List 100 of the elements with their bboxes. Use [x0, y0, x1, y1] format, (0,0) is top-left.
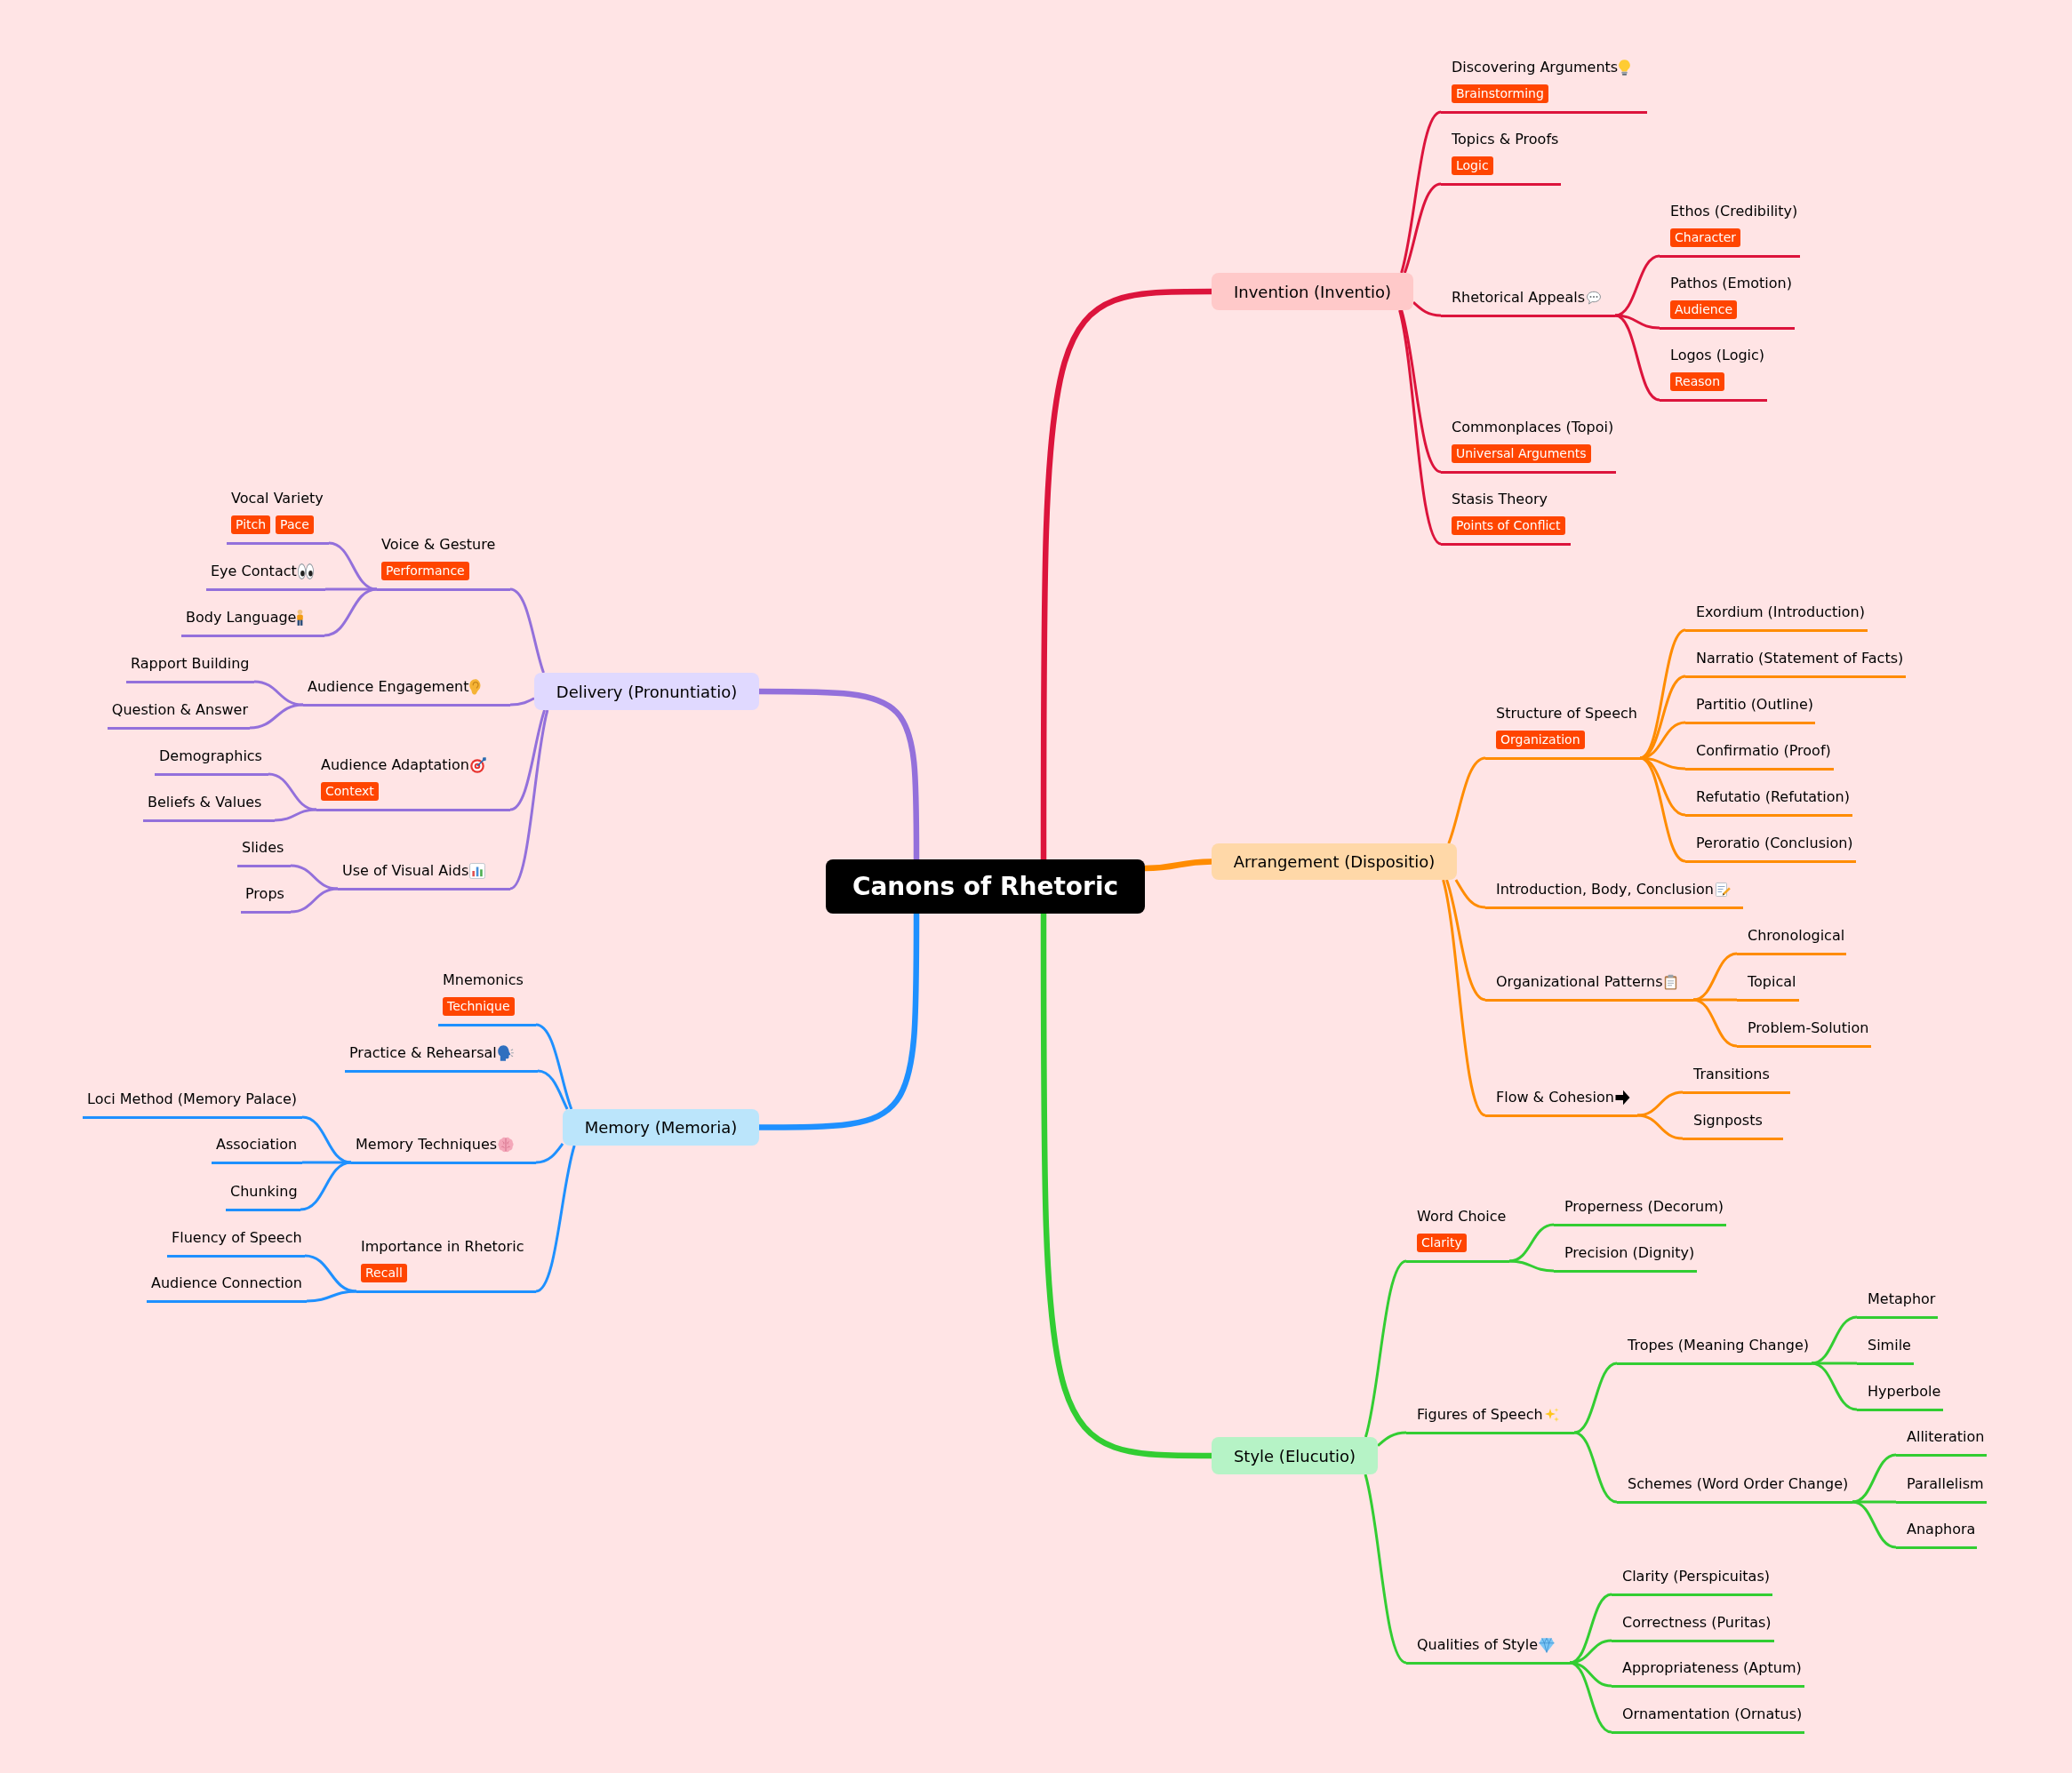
- topic-label: Introduction, Body, Conclusion: [1496, 880, 1714, 898]
- topic-label: Rapport Building: [131, 654, 250, 673]
- connector-line: [1447, 756, 1486, 844]
- topic-label: Properness (Decorum): [1564, 1197, 1724, 1216]
- main-topic: Style (Elucutio): [1212, 1437, 1378, 1474]
- topic-node: [316, 755, 510, 811]
- connector-line: [1040, 288, 1212, 859]
- topic-label: Props: [245, 884, 284, 903]
- connector-line: [759, 688, 920, 859]
- topic-label: Hyperbole: [1868, 1382, 1941, 1401]
- keyword-tag: Universal Arguments: [1452, 443, 1591, 463]
- topic-node: [1441, 58, 1647, 114]
- topic-label: Clarity (Perspicuitas): [1622, 1567, 1770, 1585]
- connector-line: [253, 680, 304, 707]
- connector-line: [535, 1145, 576, 1293]
- connector-line: [1614, 314, 1660, 402]
- topic-label: Practice & Rehearsal: [349, 1043, 497, 1062]
- connector-line: [1639, 756, 1686, 863]
- topic-label: Parallelism: [1907, 1474, 1984, 1493]
- central-topic: Canons of Rhetoric: [826, 859, 1145, 914]
- topic-node: [1485, 880, 1743, 909]
- topic-label: Logos (Logic): [1670, 346, 1765, 364]
- connector-line: [306, 1290, 357, 1303]
- topic-label: Flow & Cohesion: [1496, 1088, 1614, 1106]
- topic-label: Peroratio (Conclusion): [1696, 834, 1853, 852]
- topic-node: [206, 562, 325, 591]
- topic-label: Eye Contact: [211, 562, 297, 580]
- topic-label: Schemes (Word Order Change): [1628, 1474, 1849, 1493]
- connector-line: [324, 587, 378, 637]
- connector-line: [1569, 1661, 1612, 1734]
- topic-label: Demographics: [159, 747, 262, 765]
- connector-line: [1692, 998, 1738, 1048]
- connector-line: [290, 887, 339, 914]
- connector-line: [1144, 859, 1212, 872]
- topic-label: Metaphor: [1868, 1290, 1936, 1308]
- connector-line: [1398, 309, 1442, 546]
- topic-label: Audience Engagement: [308, 677, 469, 696]
- keyword-tag: Organization: [1496, 730, 1585, 749]
- connector-line: [1692, 952, 1738, 1002]
- topic-label: Rhetorical Appeals: [1452, 288, 1585, 307]
- connector-line: [328, 541, 378, 591]
- topic-label: Loci Method (Memory Palace): [87, 1090, 298, 1108]
- connector-line: [1811, 1362, 1858, 1411]
- topic-label: Appropriateness (Aptum): [1622, 1658, 1802, 1677]
- keyword-tag: Clarity: [1417, 1233, 1467, 1252]
- topic-label: Fluency of Speech: [172, 1228, 302, 1247]
- topic-label: Organizational Patterns: [1496, 972, 1663, 991]
- keyword-tag: Performance: [381, 561, 469, 580]
- connector-line: [1636, 1114, 1684, 1140]
- topic-label: Mnemonics: [443, 970, 524, 989]
- topic-label: Audience Adaptation: [321, 755, 469, 774]
- connector-line: [509, 709, 549, 890]
- topic-label: Pathos (Emotion): [1670, 274, 1792, 292]
- topic-label: Anaphora: [1907, 1520, 1976, 1538]
- topic-label: Word Choice: [1417, 1207, 1507, 1226]
- connector-line: [1040, 914, 1212, 1459]
- topic-label: Ethos (Credibility): [1670, 202, 1798, 220]
- connector-line: [1403, 182, 1442, 274]
- connector-line: [1852, 1453, 1897, 1504]
- topic-node: [303, 677, 510, 707]
- topic-label: Chunking: [230, 1182, 298, 1201]
- connector-line: [304, 1254, 357, 1293]
- topic-label: Simile: [1868, 1336, 1911, 1354]
- keyword-tag: Reason: [1670, 371, 1725, 391]
- topic-label: Narratio (Statement of Facts): [1696, 649, 1904, 667]
- main-topic: Delivery (Pronuntiatio): [534, 673, 759, 710]
- keyword-tag: Brainstorming: [1452, 84, 1548, 103]
- topic-label: Qualities of Style: [1417, 1635, 1539, 1654]
- topic-node: [1485, 1088, 1637, 1117]
- connector-line: [537, 1069, 569, 1110]
- topic-label: Memory Techniques: [356, 1135, 498, 1154]
- connector-line: [1636, 1090, 1684, 1117]
- connector-line: [1445, 879, 1486, 1002]
- keyword-tag: Logic: [1452, 156, 1493, 175]
- topic-node: [345, 1043, 538, 1073]
- topic-label: Use of Visual Aids: [342, 861, 469, 880]
- topic-label: Signposts: [1693, 1111, 1763, 1130]
- connector-line: [759, 914, 920, 1130]
- connector-line: [1852, 1500, 1897, 1549]
- topic-node: [181, 608, 324, 637]
- connector-line: [1442, 879, 1486, 1117]
- connector-line: [509, 587, 545, 674]
- topic-node: [338, 861, 510, 890]
- connector-line: [1508, 1259, 1555, 1273]
- connector-line: [535, 1023, 573, 1110]
- topic-label: Alliteration: [1907, 1427, 1985, 1446]
- connector-line: [1614, 254, 1660, 317]
- keyword-tag: Points of Conflict: [1452, 515, 1565, 535]
- main-topic: Memory (Memoria): [563, 1109, 759, 1146]
- topic-label: Correctness (Puritas): [1622, 1613, 1772, 1632]
- topic-label: Partitio (Outline): [1696, 695, 1813, 714]
- topic-node: [351, 1135, 536, 1164]
- topic-label: Exordium (Introduction): [1696, 603, 1865, 621]
- topic-label: Body Language: [186, 608, 297, 627]
- main-topic: Arrangement (Dispositio): [1212, 843, 1457, 880]
- topic-label: Figures of Speech: [1417, 1405, 1543, 1424]
- connector-line: [1639, 721, 1686, 760]
- connector-line: [290, 864, 339, 890]
- topic-label: Discovering Arguments: [1452, 58, 1619, 76]
- topic-label: Association: [216, 1135, 298, 1154]
